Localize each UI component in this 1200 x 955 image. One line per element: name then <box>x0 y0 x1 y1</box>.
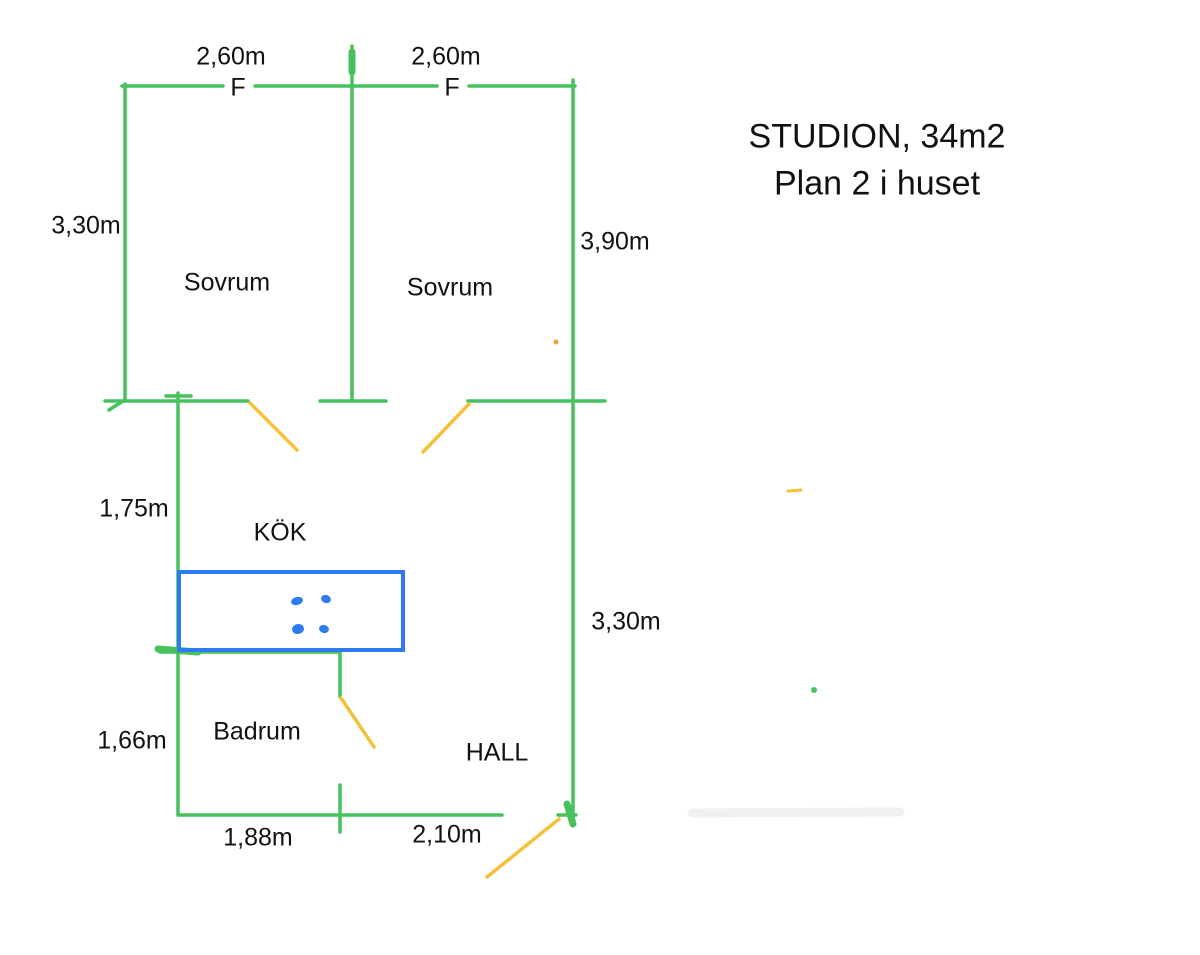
stray-dash-yellow <box>786 488 803 493</box>
wall-lines <box>103 44 607 834</box>
door-swing-badrum <box>339 696 376 749</box>
room-label-badrum: Badrum <box>213 717 301 746</box>
dim-top-left-width: 2,60m <box>196 42 266 71</box>
room-label-sovrum-right: Sovrum <box>406 273 494 302</box>
stray-dot-green <box>811 687 817 693</box>
window-marker-left: F <box>230 73 246 102</box>
room-label-sovrum-left: Sovrum <box>183 268 271 297</box>
eraser-smudge <box>687 807 905 818</box>
dim-left-height: 3,30m <box>51 211 121 240</box>
room-label-hall: HALL <box>465 738 529 767</box>
dim-top-right-width: 2,60m <box>411 42 481 71</box>
dim-bottom-right-width: 2,10m <box>412 820 482 849</box>
dim-bottom-left-width: 1,88m <box>223 823 293 852</box>
stray-dot-orange <box>553 339 559 345</box>
stove-burners <box>291 594 331 635</box>
plan-title: STUDION, 34m2 <box>748 117 1006 156</box>
stray-marks <box>553 339 905 818</box>
plan-subtitle: Plan 2 i huset <box>773 164 981 203</box>
dim-right-upper-height: 3,90m <box>580 227 650 256</box>
window-marker-right: F <box>444 73 460 102</box>
dim-kok-height: 1,75m <box>99 494 169 523</box>
room-label-kok: KÖK <box>253 518 307 547</box>
door-swings <box>248 401 561 879</box>
door-swing-entry <box>485 817 561 879</box>
door-swing-sovrum-left <box>248 401 299 452</box>
door-swing-sovrum-right <box>421 402 471 454</box>
dim-right-lower-height: 3,30m <box>591 607 661 636</box>
dim-badrum-height: 1,66m <box>97 726 167 755</box>
kitchen-counter <box>177 570 405 652</box>
